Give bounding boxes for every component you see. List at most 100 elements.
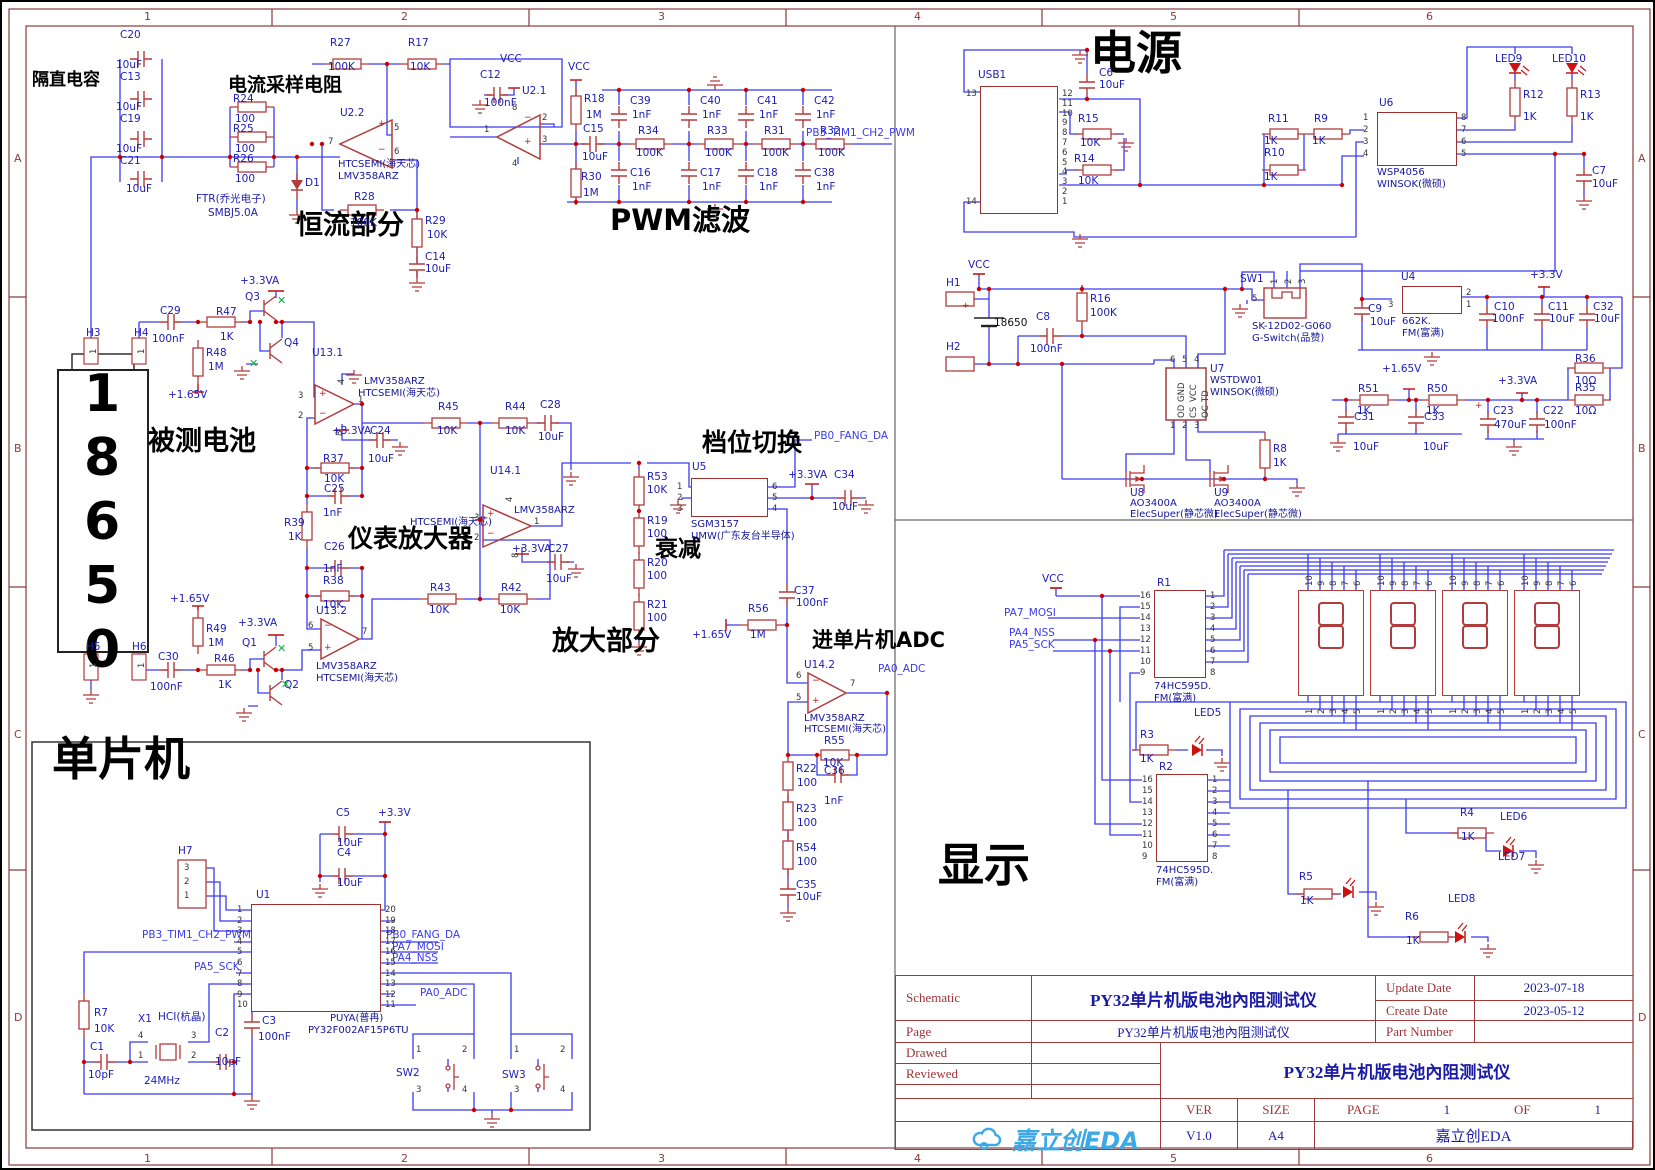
label-3: 3 [514, 1085, 520, 1095]
label-: + [962, 301, 970, 311]
label-r20: R20 [647, 557, 668, 569]
u5-pin-2: 2 [677, 493, 683, 503]
label-6: 6 [84, 492, 121, 552]
u1-pin-18: 18 [385, 926, 396, 937]
r1-pin-16: 16 [1140, 591, 1151, 601]
label-1k: 1K [1580, 111, 1594, 123]
usb1-pin-7: 7 [1062, 138, 1068, 148]
u4-pin-3: 3 [1388, 300, 1394, 310]
label-r16: R16 [1090, 293, 1111, 305]
r1-pin-14: 14 [1140, 613, 1151, 623]
label-10k: 10K [323, 599, 344, 611]
label-htcsemi: HTCSEMI(海天芯) [316, 673, 399, 684]
logo-text: 嘉立创EDA [1012, 1127, 1139, 1155]
label-4: 4 [462, 1085, 468, 1095]
label-c18: C18 [757, 167, 778, 179]
label-1: 1 [416, 1045, 422, 1055]
ic-u6 [1377, 112, 1457, 166]
label-r43: R43 [430, 582, 451, 594]
label-1: 1 [1170, 421, 1176, 431]
label-100k: 100K [762, 147, 789, 159]
label-33va: +3.3VA [512, 543, 552, 555]
label-2: 2 [1182, 421, 1188, 431]
label-vcc: VCC [500, 53, 522, 65]
u6-pin-2: 2 [1363, 125, 1369, 135]
label-100nf: 100nF [796, 597, 829, 609]
label-c29: C29 [160, 305, 181, 317]
label-8: 8 [512, 103, 518, 113]
r2-part: 74HC595D. [1156, 865, 1214, 876]
r2-pin-5: 5 [1212, 819, 1218, 829]
label-pb3_tim1_ch2_pwm: PB3_TIM1_CH2_PWM [142, 929, 251, 941]
label-3: 3 [474, 513, 480, 523]
seven-seg-LED1 [1298, 590, 1364, 696]
label-6: 6 [796, 671, 802, 681]
usb1-pin-10: 10 [1062, 108, 1073, 119]
of-num: 1 [1594, 1102, 1602, 1117]
label-10uf: 10uF [546, 573, 573, 585]
usb1-pin-14: 14 [966, 196, 977, 207]
label-1m: 1M [208, 637, 224, 649]
label-1nf: 1nF [816, 181, 836, 193]
r2-pin-11: 11 [1142, 830, 1153, 840]
label-1k: 1K [1300, 895, 1314, 907]
reviewed-label: Reviewed [895, 1063, 1031, 1084]
label-r50: R50 [1427, 383, 1448, 395]
r1-pin-7: 7 [1210, 657, 1216, 667]
schematic-label: Schematic [895, 975, 1031, 1020]
label-r38: R38 [323, 575, 344, 587]
digit-top [1318, 602, 1344, 626]
label-u8: U8 [1130, 487, 1145, 499]
digit-bottom [1390, 625, 1416, 649]
grid-col-4-bottom: 4 [914, 1152, 921, 1165]
label-c26: C26 [324, 541, 345, 553]
u6-pin-1: 1 [1363, 113, 1369, 123]
label-1nf: 1nF [759, 109, 779, 121]
label-1: 1 [184, 891, 190, 901]
label-c42: C42 [814, 95, 835, 107]
label-1k: 1K [1264, 135, 1278, 147]
label-: ✕ [277, 294, 287, 307]
label-r32: R32 [820, 125, 841, 137]
page-label: Page [895, 1020, 1031, 1042]
label-elecsuper: ElecSuper(静芯微) [1214, 509, 1302, 520]
label-r27: R27 [330, 37, 351, 49]
label-1: 1 [484, 125, 490, 135]
digit-bottom [1462, 625, 1488, 649]
label-5: 5 [796, 693, 802, 703]
label-r47: R47 [216, 306, 237, 318]
label-100: 100 [235, 143, 256, 155]
label-165v: +1.65V [1382, 363, 1422, 375]
label-33v: +3.3V [1530, 269, 1563, 281]
usb1-pin-8: 8 [1062, 128, 1068, 139]
label-r51: R51 [1358, 383, 1379, 395]
label-3: 3 [298, 391, 304, 401]
label-u141: U14.1 [490, 465, 522, 477]
label-r13: R13 [1580, 89, 1601, 101]
label-5: 5 [1252, 294, 1258, 304]
r2-pin-2: 2 [1212, 786, 1218, 796]
label-r21: R21 [647, 599, 668, 611]
label-1m: 1M [750, 629, 766, 641]
r2-pin-1: 1 [1212, 775, 1218, 785]
label-led6: LED6 [1500, 811, 1528, 823]
u1-part: PUYA(普冉) [330, 1013, 384, 1024]
label-vcc: VCC [968, 259, 990, 271]
label-hci: HCI(杭晶) [158, 1011, 206, 1023]
r2-pin-12: 12 [1142, 819, 1153, 829]
label-100nf: 100nF [1492, 313, 1525, 325]
r2-pin-7: 7 [1212, 841, 1218, 851]
u6-pin-6: 6 [1461, 137, 1467, 147]
label-100k: 100K [328, 61, 355, 73]
usb1-pin-2: 2 [1062, 187, 1068, 197]
label-24mhz: 24MHz [144, 1075, 180, 1087]
label-pb3_tim1_ch2_pwm: PB3_TIM1_CH2_PWM [806, 127, 915, 139]
label-1k: 1K [1357, 405, 1371, 417]
label-5: 5 [84, 556, 121, 616]
label-100: 100 [797, 856, 818, 868]
usb1-pin-9: 9 [1062, 118, 1068, 129]
label-: ✕ [281, 678, 291, 691]
label-: + [487, 509, 495, 519]
